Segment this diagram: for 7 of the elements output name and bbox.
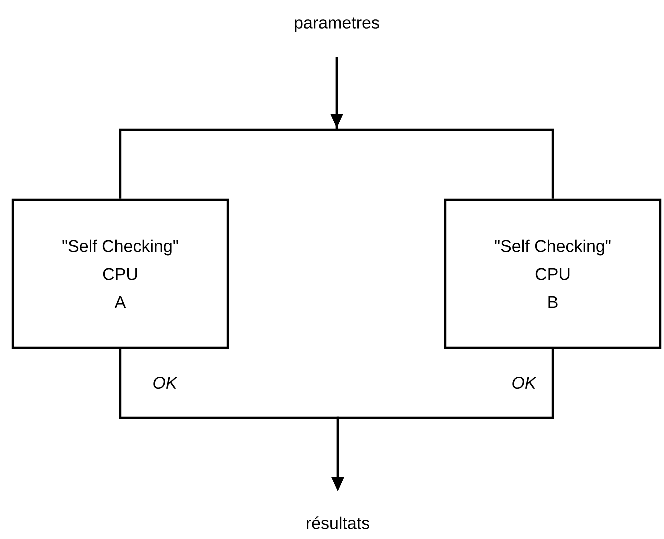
cpu-box: "Self Checking" CPU B	[444, 198, 662, 350]
arrow	[330, 57, 554, 199]
cpu-box: "Self Checking" CPU A	[12, 198, 230, 350]
flow-label: résultats	[307, 516, 370, 530]
edge-label: OK	[152, 376, 178, 390]
edge-label: OK	[510, 376, 538, 390]
flow-label: parametres	[295, 18, 380, 32]
